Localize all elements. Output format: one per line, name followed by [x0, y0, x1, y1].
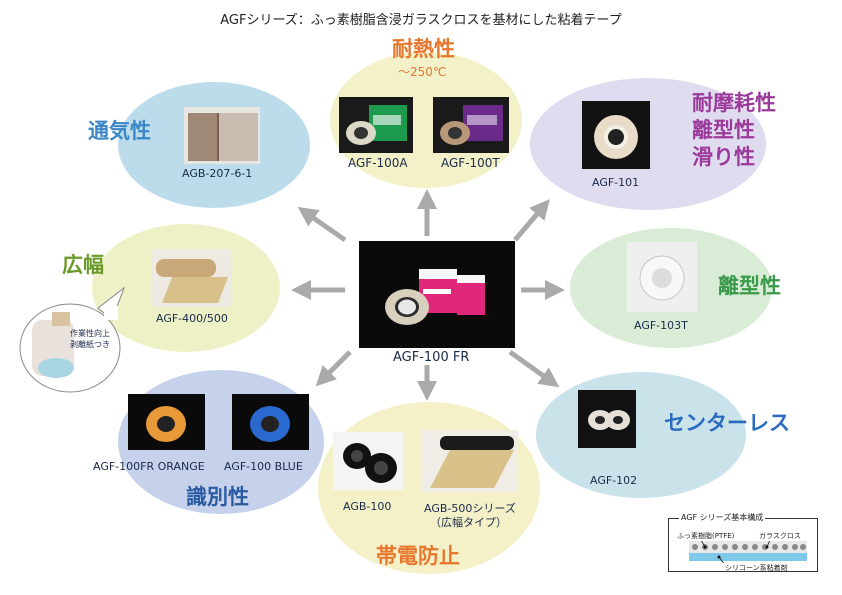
structure-legend: AGF シリーズ基本構成 ふっ素樹脂(PTFE) ガラスクロス シリコーン系粘着…	[668, 512, 818, 572]
release-feature-label: 離型性	[718, 274, 781, 298]
callout-bubble	[19, 286, 126, 393]
agb207-label: AGB-207-6-1	[182, 167, 253, 180]
agf101-label: AGF-101	[592, 176, 640, 189]
wide-feature-label: 広幅	[62, 253, 104, 277]
antistatic-feature-label: 帯電防止	[376, 544, 460, 568]
orange-label: AGF-100FR ORANGE	[93, 460, 205, 473]
agf400-label: AGF-400/500	[156, 312, 228, 325]
heat-sub-label: 〜250℃	[398, 65, 447, 79]
wear-feature-label-2: 離型性	[692, 118, 755, 142]
coreless-feature-label: センターレス	[664, 411, 790, 435]
coreless-ellipse	[536, 372, 746, 498]
agf102-product-image	[578, 390, 636, 448]
heat-feature-label: 耐熱性	[392, 37, 455, 61]
agb100-label: AGB-100	[343, 500, 392, 513]
agb500-label-2: （広幅タイプ）	[430, 516, 507, 529]
legend-title: AGF シリーズ基本構成	[679, 512, 766, 523]
agf101-product-image	[582, 101, 650, 169]
arrow-lower-right	[508, 349, 560, 388]
center-product-image	[359, 241, 515, 348]
legend-layer-diagram	[689, 541, 807, 563]
callout-line-2: 剥離紙つき	[70, 340, 110, 349]
identify-feature-label: 識別性	[186, 485, 249, 509]
wear-feature-label-1: 耐摩耗性	[692, 91, 776, 115]
blue-product-image	[232, 394, 309, 450]
agf100a-product-image	[339, 97, 413, 153]
orange-product-image	[128, 394, 205, 450]
agf100t-label: AGF-100T	[441, 156, 500, 170]
arrow-upper-left	[297, 206, 347, 243]
agb500-label-1: AGB-500シリーズ	[424, 502, 516, 515]
agb207-product-image	[184, 107, 260, 164]
agf103t-product-image	[627, 242, 697, 312]
agb500-product-image	[422, 430, 518, 492]
callout-line-1: 作業性向上	[70, 329, 110, 338]
agf103t-label: AGF-103T	[634, 319, 688, 332]
blue-label: AGF-100 BLUE	[224, 460, 303, 473]
wear-feature-label-3: 滑り性	[692, 145, 755, 169]
arrow-upper-right	[513, 199, 550, 242]
agf102-label: AGF-102	[590, 474, 638, 487]
agf100a-label: AGF-100A	[348, 156, 408, 170]
agb100-product-image	[333, 432, 403, 490]
legend-ptfe-label: ふっ素樹脂(PTFE)	[677, 532, 735, 540]
legend-cloth-label: ガラスクロス	[759, 532, 801, 540]
center-product-label: AGF-100 FR	[393, 350, 470, 365]
arrow-lower-left	[315, 350, 352, 387]
agf400-product-image	[152, 249, 232, 307]
breathable-feature-label: 通気性	[88, 119, 151, 143]
agf100t-product-image	[433, 97, 509, 153]
page-title: AGFシリーズ：ふっ素樹脂含浸ガラスクロスを基材にした粘着テープ	[220, 13, 622, 28]
legend-adhesive-label: シリコーン系粘着剤	[725, 564, 788, 572]
